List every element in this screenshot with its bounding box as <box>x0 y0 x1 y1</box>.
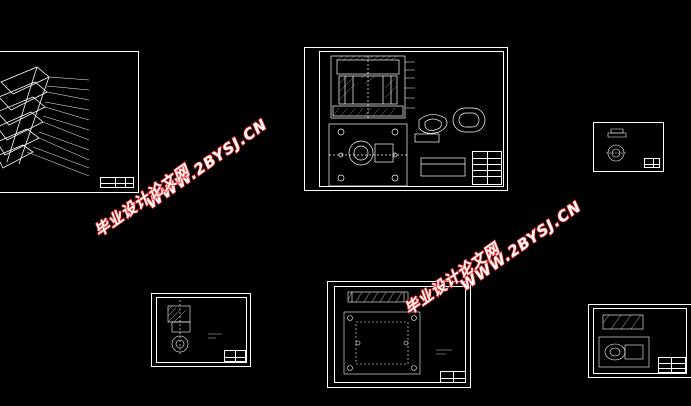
title-block <box>440 371 466 383</box>
plate-views <box>343 291 452 375</box>
drawing-sheet-assembly-exploded[interactable] <box>0 51 139 193</box>
exploded-view-graphic <box>0 66 90 177</box>
drawing-sheet-plate[interactable] <box>327 281 471 388</box>
sheet-border-inner <box>593 308 687 374</box>
mold-section-view <box>328 55 486 187</box>
drawing-sheet-small-part-3[interactable] <box>588 304 691 378</box>
sheet-border-inner <box>319 51 504 187</box>
part-view <box>167 300 222 356</box>
drawing-sheet-small-part-1[interactable] <box>593 122 664 172</box>
title-block <box>658 357 686 373</box>
watermark-url: WWW.2BYSJ.CN <box>456 197 585 296</box>
sheet-border-inner <box>156 297 247 363</box>
title-block <box>644 158 660 168</box>
drawing-sheet-small-part-2[interactable] <box>151 293 251 367</box>
title-block <box>472 151 502 185</box>
part-view <box>598 314 650 368</box>
drawing-sheet-mold-assembly[interactable] <box>304 47 508 191</box>
part-view <box>606 128 627 162</box>
title-block <box>224 350 246 362</box>
sheet-border-inner <box>334 286 466 383</box>
title-block <box>100 177 134 188</box>
